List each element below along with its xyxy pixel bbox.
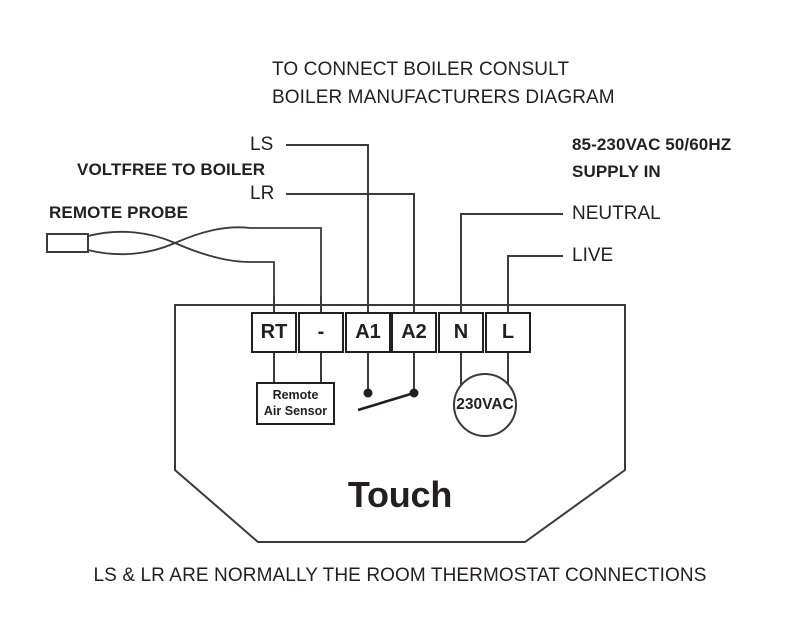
- terminal-label-l: L: [486, 313, 530, 352]
- terminal-box-rt: [251, 312, 297, 353]
- remote-probe-label: REMOTE PROBE: [49, 203, 189, 222]
- wire-lr-to-a2: [286, 193, 415, 305]
- ls-lead-label: LS: [250, 134, 274, 155]
- remote-probe-tip: [46, 233, 89, 253]
- title-line-1: TO CONNECT BOILER CONSULT: [272, 59, 570, 80]
- probe-wire-strand-b: [87, 226, 322, 313]
- remote-air-sensor-box: [256, 382, 335, 425]
- terminal-box-minus: [298, 312, 344, 353]
- terminal-box-a1: [345, 312, 391, 353]
- supply-spec-line-2: SUPPLY IN: [572, 162, 661, 181]
- neutral-lead-label: NEUTRAL: [572, 203, 661, 224]
- terminal-box-a2: [391, 312, 437, 353]
- wire-live-to-l: [507, 255, 563, 305]
- device-name-text: Touch: [347, 474, 453, 515]
- terminal-label-a1: A1: [346, 313, 390, 352]
- ac-source-circle: [453, 373, 517, 437]
- probe-wire-strand-a: [87, 230, 275, 313]
- footer-note-text: LS & LR ARE NORMALLY THE ROOM THERMOSTAT…: [93, 565, 707, 586]
- switch-blade: [357, 391, 415, 412]
- terminal-label-a2-text: A2: [401, 321, 427, 343]
- terminal-label-minus: -: [299, 313, 343, 352]
- remote-air-sensor-line-2: Air Sensor: [263, 403, 328, 418]
- device-body-outline: [174, 304, 626, 543]
- terminal-label-l-text: L: [501, 321, 515, 343]
- supply-spec-line-1: 85-230VAC 50/60HZ: [572, 135, 732, 154]
- wire-ls-to-a1: [286, 144, 369, 305]
- terminal-label-minus-text: -: [317, 321, 325, 343]
- terminal-label-a1-text: A1: [355, 321, 381, 343]
- ac-source-label-text: 230VAC: [456, 396, 514, 413]
- remote-air-sensor-line-1: Remote: [272, 387, 319, 402]
- terminal-label-n: N: [439, 313, 483, 352]
- terminal-label-rt: RT: [252, 313, 296, 352]
- voltfree-to-boiler-label: VOLTFREE TO BOILER: [77, 160, 266, 179]
- terminal-label-a2: A2: [392, 313, 436, 352]
- terminal-box-l: [485, 312, 531, 353]
- switch-contact-left-dot: [363, 388, 373, 398]
- live-lead-label: LIVE: [572, 245, 614, 266]
- title-line-2: BOILER MANUFACTURERS DIAGRAM: [272, 87, 615, 108]
- lr-lead-label: LR: [250, 183, 275, 204]
- ac-source-label: 230VAC: [449, 388, 521, 422]
- device-name: Touch: [175, 470, 625, 520]
- wire-neutral-to-n: [460, 213, 563, 305]
- terminal-label-rt-text: RT: [260, 321, 288, 343]
- terminal-label-n-text: N: [453, 321, 469, 343]
- footer-note: LS & LR ARE NORMALLY THE ROOM THERMOSTAT…: [0, 562, 800, 590]
- remote-air-sensor-label: Remote Air Sensor: [257, 383, 334, 424]
- terminal-box-n: [438, 312, 484, 353]
